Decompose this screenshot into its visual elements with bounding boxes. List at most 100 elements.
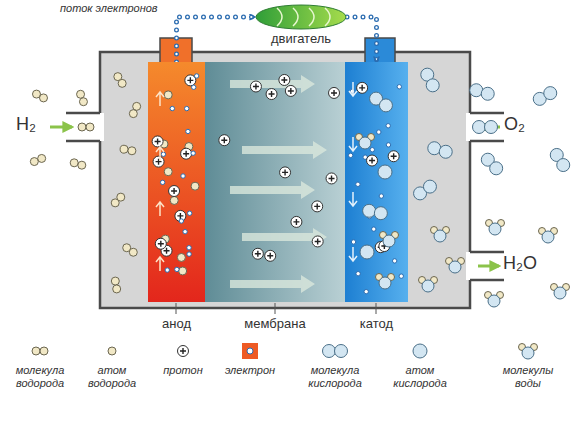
hydrogen-molecule — [129, 102, 140, 117]
legend-symbol — [390, 338, 450, 364]
electron — [372, 227, 376, 231]
cell-housing — [100, 52, 470, 308]
legend-label: молекула водорода — [1, 364, 79, 390]
band-fill — [255, 4, 347, 30]
electron — [192, 85, 196, 89]
pipe-wall — [470, 279, 504, 282]
oxygen-atom — [374, 207, 387, 220]
oxygen-atom — [489, 223, 501, 235]
electron — [181, 174, 185, 178]
anode-band: анод — [148, 62, 205, 302]
hydrogen-atom — [40, 347, 48, 355]
electron — [194, 74, 198, 78]
proton — [367, 155, 378, 166]
engine-symbol: двигатель — [255, 4, 347, 30]
electron — [348, 153, 352, 157]
hydrogen-atom — [129, 110, 137, 118]
membrane-band: мембрана — [205, 62, 345, 302]
electron — [356, 271, 360, 275]
proton — [285, 85, 296, 96]
electron — [386, 143, 390, 147]
hydrogen-atom — [86, 123, 94, 131]
electron — [377, 130, 381, 134]
hydrogen-atom — [78, 161, 86, 169]
legend-symbol — [220, 338, 280, 364]
oxygen-atom — [423, 180, 436, 193]
pipe-wall — [66, 140, 100, 143]
electron — [397, 85, 401, 89]
oxygen-atom — [485, 121, 498, 134]
electron — [351, 240, 355, 244]
proton — [265, 250, 276, 261]
hydrogen-molecule — [123, 244, 138, 257]
water-molecule — [419, 277, 438, 293]
oxygen-atom — [378, 165, 392, 179]
electron-flow-line — [177, 17, 256, 62]
hydrogen-atom — [117, 193, 125, 201]
legend-label: молекула кислорода — [296, 364, 374, 390]
legend-label: атом кислорода — [381, 364, 459, 390]
band-fill — [345, 62, 408, 302]
oxygen-atom — [379, 99, 392, 112]
proton — [219, 135, 230, 146]
water-molecule — [551, 284, 570, 300]
oxygen-atom — [413, 344, 427, 358]
legend-label: молекулы воды — [489, 364, 567, 390]
oxygen-inlet — [466, 113, 504, 141]
electron — [370, 148, 374, 152]
proton — [250, 81, 261, 92]
legend-entry: атом кислорода — [381, 338, 459, 390]
oxygen-atom — [335, 345, 348, 358]
proton — [153, 156, 164, 167]
substance-label: H₂O — [503, 253, 537, 274]
legend-label: протон — [144, 364, 222, 377]
electron-flow-line — [347, 17, 377, 62]
hydrogen-molecule — [78, 123, 94, 131]
oxygen-atom — [383, 235, 395, 247]
hydrogen-molecule — [30, 154, 45, 165]
oxygen-atom — [554, 287, 566, 299]
electron — [186, 129, 190, 133]
hydrogen-molecule — [32, 347, 48, 355]
oxygen-atom — [522, 347, 534, 359]
hydrogen-atom — [30, 158, 38, 166]
part-label: катод — [360, 316, 393, 331]
oxygen-atom — [490, 162, 503, 175]
legend-symbol — [10, 338, 70, 364]
hydrogen-atom — [111, 277, 119, 285]
proton — [169, 186, 180, 197]
oxygen-atom — [422, 280, 434, 292]
substance-label: H₂ — [16, 114, 36, 135]
electron — [179, 219, 183, 223]
electron-flow-line — [347, 17, 377, 62]
arrowhead — [347, 17, 377, 62]
legend-entry: молекула водорода — [1, 338, 79, 390]
leader-line — [275, 303, 276, 314]
legend-label: атом водорода — [73, 364, 151, 390]
proton — [279, 74, 290, 85]
legend-entry: молекула кислорода — [296, 338, 374, 390]
proton — [178, 346, 189, 357]
pipe-wall — [470, 112, 504, 115]
hydrogen-atom — [32, 347, 40, 355]
electron — [185, 106, 189, 110]
electron — [379, 194, 383, 198]
proton — [388, 151, 399, 162]
oxygen-atom — [379, 277, 391, 289]
hydrogen-atom — [70, 159, 78, 167]
proton — [181, 148, 192, 159]
water-molecule — [376, 274, 395, 290]
oxygen-atom — [359, 137, 371, 149]
hydrogen-atom — [38, 154, 46, 162]
cathode-band: катод — [345, 62, 408, 302]
hydrogen-molecule — [114, 73, 126, 88]
oxygen-atom — [363, 204, 376, 217]
hydrogen-atom — [40, 94, 48, 102]
water-molecule — [356, 134, 375, 150]
pipe-wall — [66, 112, 100, 115]
electron — [170, 106, 174, 110]
legend-symbol — [498, 338, 558, 364]
hydrogen-atom — [113, 285, 121, 293]
oxygen-molecule — [550, 148, 569, 171]
leader-line — [376, 303, 377, 314]
